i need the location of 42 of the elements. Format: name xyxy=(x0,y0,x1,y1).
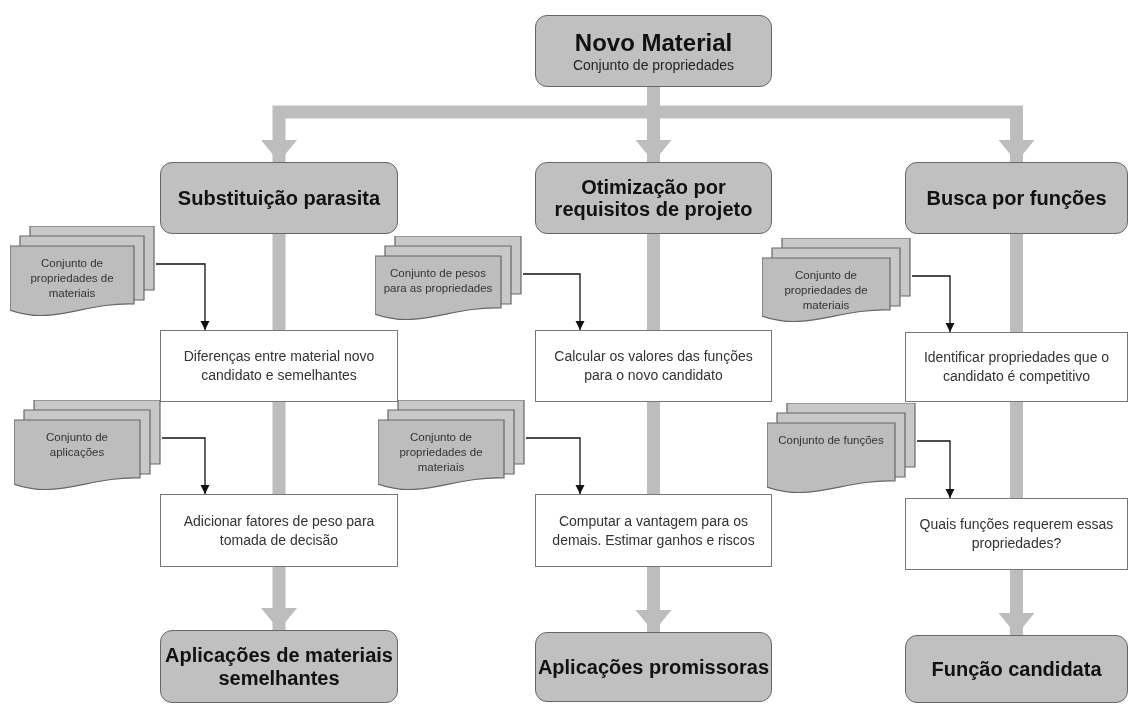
heading-box xyxy=(535,15,772,87)
heading-text: Busca por funções xyxy=(926,186,1107,210)
document-label: Conjunto de aplicações xyxy=(45,430,109,460)
process-box xyxy=(905,498,1128,570)
step-text: Identificar propriedades que o candidato é competitivo xyxy=(922,348,1111,386)
subheading-text: Conjunto de propriedades xyxy=(572,57,735,73)
process-box xyxy=(905,332,1128,402)
document-label: Conjunto de funções xyxy=(777,433,885,448)
document-label: Conjunto de pesos para as propriedades xyxy=(382,266,494,296)
arrow xyxy=(525,437,585,495)
heading-box xyxy=(160,630,398,703)
heading-text: Substituição parasita xyxy=(177,186,381,210)
arrow xyxy=(522,273,585,331)
step-text: Calcular os valores das funções para o novo candidato xyxy=(553,347,754,385)
heading-text: Otimização por requisitos de projeto xyxy=(553,175,754,221)
heading-text: Função candidata xyxy=(931,657,1102,681)
step-text: Quais funções requerem essas propriedades? xyxy=(918,515,1115,553)
document-label: Conjunto de propriedades de materiais xyxy=(783,268,869,313)
arrow xyxy=(911,275,955,333)
heading-text: Aplicações de materiais semelhantes xyxy=(164,644,394,689)
heading-box xyxy=(905,162,1128,234)
document-label: Conjunto de propriedades de materiais xyxy=(398,430,484,475)
heading-text: Aplicações promissoras xyxy=(537,655,770,679)
document-label: Conjunto de propriedades de materiais xyxy=(29,256,115,301)
block-arrow xyxy=(635,567,672,632)
heading-box xyxy=(905,635,1128,703)
step-text: Computar a vantagem para os demais. Estimar ganhos e riscos xyxy=(551,511,756,550)
heading-box xyxy=(535,162,772,234)
step-text: Adicionar fatores de peso para tomada de decisão xyxy=(182,511,376,550)
block-arrow xyxy=(998,570,1035,635)
heading-box xyxy=(160,162,398,234)
step-text: Diferenças entre material novo candidato e semelhantes xyxy=(182,347,376,385)
process-box xyxy=(160,330,398,402)
arrow xyxy=(161,437,210,495)
process-box xyxy=(535,494,772,567)
process-box xyxy=(160,494,398,567)
heading-box xyxy=(535,632,772,702)
arrow xyxy=(155,263,210,331)
process-box xyxy=(535,330,772,402)
arrow xyxy=(916,440,955,499)
block-arrow xyxy=(261,567,297,630)
heading-text: Novo Material xyxy=(574,29,733,57)
